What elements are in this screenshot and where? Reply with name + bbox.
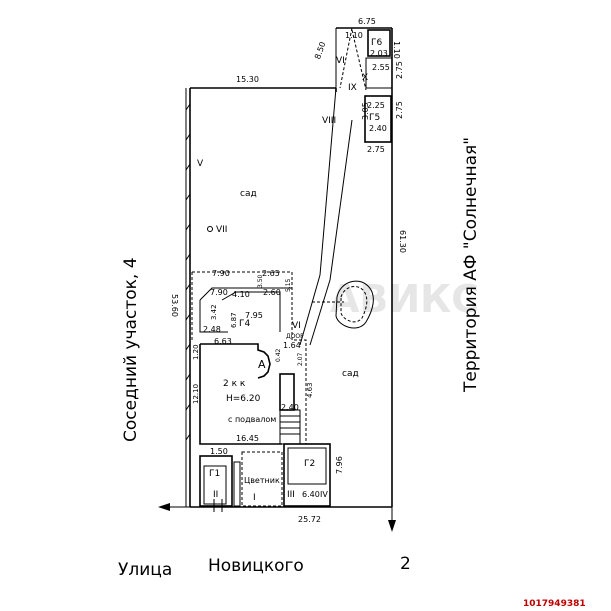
arrow-down-icon xyxy=(388,520,396,532)
dim-6-40: 6.40 xyxy=(302,490,320,499)
dim-4-10: 4.10 xyxy=(232,290,250,299)
dim-25-72: 25.72 xyxy=(298,515,321,524)
dim-2-03: 2.03 xyxy=(370,49,388,58)
dim-6-87: 6.87 xyxy=(230,312,238,328)
dim-1-50: 1.50 xyxy=(210,447,228,456)
lower-buildings xyxy=(199,443,331,512)
g4-label: Г4 xyxy=(239,319,250,329)
dim-8-50: 8.50 xyxy=(313,41,328,61)
street-number: 2 xyxy=(400,554,411,574)
building-g4 xyxy=(191,271,293,340)
dim-2-75-c: 2.75 xyxy=(367,145,385,154)
roman-4: IV xyxy=(320,490,328,499)
dim-61-30: 61.30 xyxy=(398,230,407,253)
street-name: Новицкого xyxy=(208,556,304,576)
neighbour-label: Соседний участок, 4 xyxy=(121,257,141,442)
dim-2-40-b: 2.40 xyxy=(281,403,299,412)
door-label: ДООР xyxy=(286,333,304,340)
roman-2: II xyxy=(213,490,218,500)
dim-7-90-a: 7.90 xyxy=(212,269,230,278)
dim-2-40-a: 2.40 xyxy=(369,124,387,133)
dim-2-75-b: 2.75 xyxy=(395,101,404,119)
dim-2-60: 2.60 xyxy=(263,288,281,297)
dim-0-42: 0.42 xyxy=(275,348,282,362)
dim-16-45: 16.45 xyxy=(236,434,259,443)
dim-15-30: 15.30 xyxy=(236,75,259,84)
g5-label: Г5 xyxy=(369,113,380,123)
dim-5-15: 5.15 xyxy=(285,278,292,292)
house-label: 2 к к xyxy=(223,379,246,389)
arrow-left-icon xyxy=(158,503,170,511)
dim-3-50: 3.50 xyxy=(257,274,264,288)
dim-1-64: 1.64 xyxy=(283,341,301,350)
basement-label: с подвалом xyxy=(228,415,276,424)
dim-1-20: 1.20 xyxy=(192,344,200,360)
roman-3: III xyxy=(287,490,295,500)
g6-label: Г6 xyxy=(371,38,382,48)
garden-label: сад xyxy=(240,189,257,199)
pond xyxy=(335,280,374,329)
dim-2-48: 2.48 xyxy=(203,325,221,334)
dim-7-96: 7.96 xyxy=(335,456,344,474)
roman-6: VI xyxy=(336,56,345,66)
top-buildings xyxy=(339,27,393,143)
roman-6b: VI xyxy=(292,321,301,331)
dim-2-07: 2.07 xyxy=(297,352,304,366)
house-letter: А xyxy=(258,358,266,371)
roman-8: VIII xyxy=(322,116,336,126)
dim-1-10-b: 1.10 xyxy=(392,41,401,59)
dim-53-60: 53.60 xyxy=(170,294,179,317)
dim-2-25: 2.25 xyxy=(367,101,385,110)
g2-label: Г2 xyxy=(304,459,315,469)
well-icon xyxy=(207,226,213,232)
flowerbed-label: Цветник xyxy=(244,476,280,485)
dim-3-05: 3.05 xyxy=(361,102,370,120)
dim-2-65: 2.65 xyxy=(262,269,280,278)
house-height-label: Н=6.20 xyxy=(226,394,261,404)
dim-2-75-a: 2.75 xyxy=(395,61,404,79)
dim-12-10: 12.10 xyxy=(192,384,200,404)
dim-3-42: 3.42 xyxy=(210,304,218,320)
diagonal-path xyxy=(299,87,353,346)
g1-label: Г1 xyxy=(209,469,220,479)
roman-9: IX xyxy=(348,83,357,93)
dim-6-63: 6.63 xyxy=(214,337,232,346)
roman-1: I xyxy=(253,493,256,503)
dim-1-10-a: 1.10 xyxy=(345,31,363,40)
roman-7: VII xyxy=(216,225,227,235)
x-label: X xyxy=(362,73,368,83)
street-word: Улица xyxy=(118,560,172,580)
dim-7-90-b: 7.90 xyxy=(210,288,228,297)
lot-boundary xyxy=(185,27,393,508)
watermark: АВИКС xyxy=(330,277,479,321)
document-id: 1017949381 xyxy=(523,599,586,609)
dim-4-63: 4.63 xyxy=(306,382,314,398)
dim-2-55: 2.55 xyxy=(372,63,390,72)
dim-7-95: 7.95 xyxy=(245,311,263,320)
dim-6-75: 6.75 xyxy=(358,17,376,26)
boundary-hatch xyxy=(185,103,191,441)
garden-right-label: сад xyxy=(342,369,359,379)
territory-label: Территория АФ "Солнечная" xyxy=(461,137,481,393)
main-house xyxy=(199,339,307,445)
roman-5: V xyxy=(197,159,204,169)
